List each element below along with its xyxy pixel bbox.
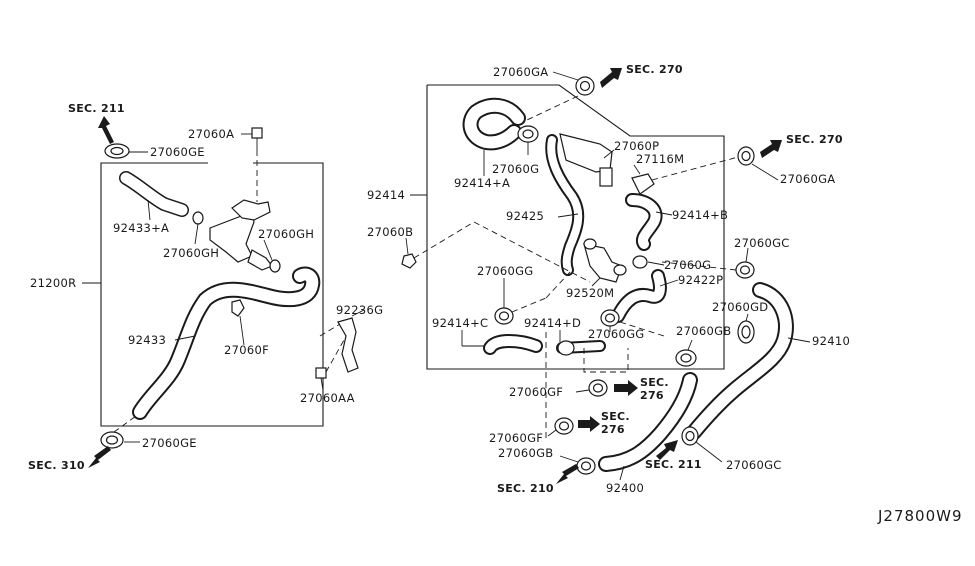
label-sec-276-upper-num: 276 (640, 389, 664, 402)
label-27060GA-top: 27060GA (493, 65, 548, 79)
left-assembly-frame (82, 162, 324, 427)
clip-27060F (231, 299, 245, 346)
sec-211-bottom-arrow (656, 440, 678, 460)
clamp-27060GB-upper (675, 339, 697, 367)
label-sec-210: SEC. 210 (497, 482, 554, 495)
label-sec-276-upper: SEC. (640, 376, 669, 389)
label-92414D: 92414+D (524, 316, 581, 330)
label-27060P: 27060P (614, 139, 659, 153)
label-92414: 92414 (367, 188, 405, 202)
clamp-27060GF-lower (547, 417, 574, 437)
hose-92433A (119, 171, 189, 221)
right-assembly-frame (410, 84, 725, 370)
label-27060GH-right: 27060GH (258, 227, 314, 241)
label-92414C: 92414+C (432, 316, 488, 330)
hose-92433 (132, 266, 321, 420)
label-92425: 92425 (506, 209, 544, 223)
label-92400: 92400 (606, 481, 644, 495)
label-27060GB-upper: 27060GB (676, 324, 731, 338)
label-92414A: 92414+A (454, 176, 510, 190)
sec-310-arrow (88, 446, 111, 468)
clamp-27060GD (737, 313, 755, 344)
clamp-27060G-lower (632, 255, 665, 269)
hose-92414D (556, 330, 606, 356)
clamp-27060GE-top (104, 143, 148, 159)
sec-270-right-arrow (760, 140, 782, 158)
valve-27060P (559, 133, 615, 187)
bolt-27060AA (315, 323, 345, 391)
label-sec-270-top: SEC. 270 (626, 63, 683, 76)
sec-210-arrow (556, 464, 579, 484)
label-27060GE-bottom: 27060GE (142, 436, 197, 450)
label-27060G-upper: 27060G (492, 162, 539, 176)
label-27060B: 27060B (367, 225, 413, 239)
bolt-27060B (401, 221, 591, 283)
label-27060GF-upper: 27060GF (509, 385, 563, 399)
label-27060GC-upper: 27060GC (734, 236, 790, 250)
label-92520M: 92520M (566, 286, 614, 300)
sec-276-dashed-box (545, 332, 629, 442)
label-sec-310: SEC. 310 (28, 459, 85, 472)
label-27060GF-lower: 27060GF (489, 431, 543, 445)
label-27060G-lower: 27060G (664, 258, 711, 272)
sec-270-top-arrow (600, 68, 622, 88)
label-27060GC-lower: 27060GC (726, 458, 782, 472)
clamp-27060GH-right (263, 239, 281, 273)
hose-92414B (625, 193, 673, 251)
label-27116M: 27116M (636, 152, 684, 166)
label-sec-276-lower: SEC. (601, 410, 630, 423)
label-92422P: 92422P (678, 273, 723, 287)
label-27060GG-lower: 27060GG (588, 327, 645, 341)
clamp-27060GG-upper (494, 271, 571, 325)
hose-92414A (462, 97, 526, 176)
clamp-27060GB-lower (559, 455, 596, 475)
fitting-27116M (631, 155, 743, 195)
label-92410: 92410 (812, 334, 850, 348)
label-27060F: 27060F (224, 343, 269, 357)
label-27060GE-top: 27060GE (150, 145, 205, 159)
hose-92425 (545, 134, 585, 276)
label-sec-211-bottom: SEC. 211 (645, 458, 702, 471)
label-21200R: 21200R (30, 276, 76, 290)
clamp-27060GG-lower (600, 309, 665, 337)
label-27060A: 27060A (188, 127, 234, 141)
hose-92410 (686, 282, 811, 440)
label-92433A: 92433+A (113, 221, 169, 235)
sec-211-top-arrow (98, 116, 114, 144)
label-sec-276-lower-num: 276 (601, 423, 625, 436)
sec-276-lower-arrow (578, 416, 600, 432)
label-27060GA-right: 27060GA (780, 172, 835, 186)
hose-92422P (611, 269, 679, 323)
label-sec-211-top: SEC. 211 (68, 102, 125, 115)
clamp-27060GC-upper (661, 247, 755, 279)
label-92236G: 92236G (336, 303, 383, 317)
clamp-27060GA-right (737, 146, 779, 181)
clamp-27060GF-upper (575, 379, 608, 397)
diagram-code: J27800W9 (877, 507, 963, 525)
bracket-92236G (337, 309, 365, 373)
label-27060GG-upper: 27060GG (477, 264, 534, 278)
hose-92414C (461, 330, 543, 355)
label-27060GH-left: 27060GH (163, 246, 219, 260)
water-outlet-housing (209, 127, 273, 271)
connector-92520M (583, 238, 627, 287)
clamp-27060GA-top (509, 71, 595, 129)
clamp-27060GE-bottom (100, 415, 140, 449)
sec-276-upper-arrow (614, 380, 638, 396)
label-27060AA: 27060AA (300, 391, 355, 405)
label-92433: 92433 (128, 333, 166, 347)
clamp-27060GC-lower (681, 426, 723, 463)
label-27060GB-lower: 27060GB (498, 446, 553, 460)
label-27060GD: 27060GD (712, 300, 768, 314)
label-92414B: 92414+B (672, 208, 728, 222)
clamp-27060G-upper (517, 125, 539, 155)
hose-92400 (598, 372, 698, 481)
clamp-27060GH-left (192, 211, 204, 245)
label-sec-270-right: SEC. 270 (786, 133, 843, 146)
